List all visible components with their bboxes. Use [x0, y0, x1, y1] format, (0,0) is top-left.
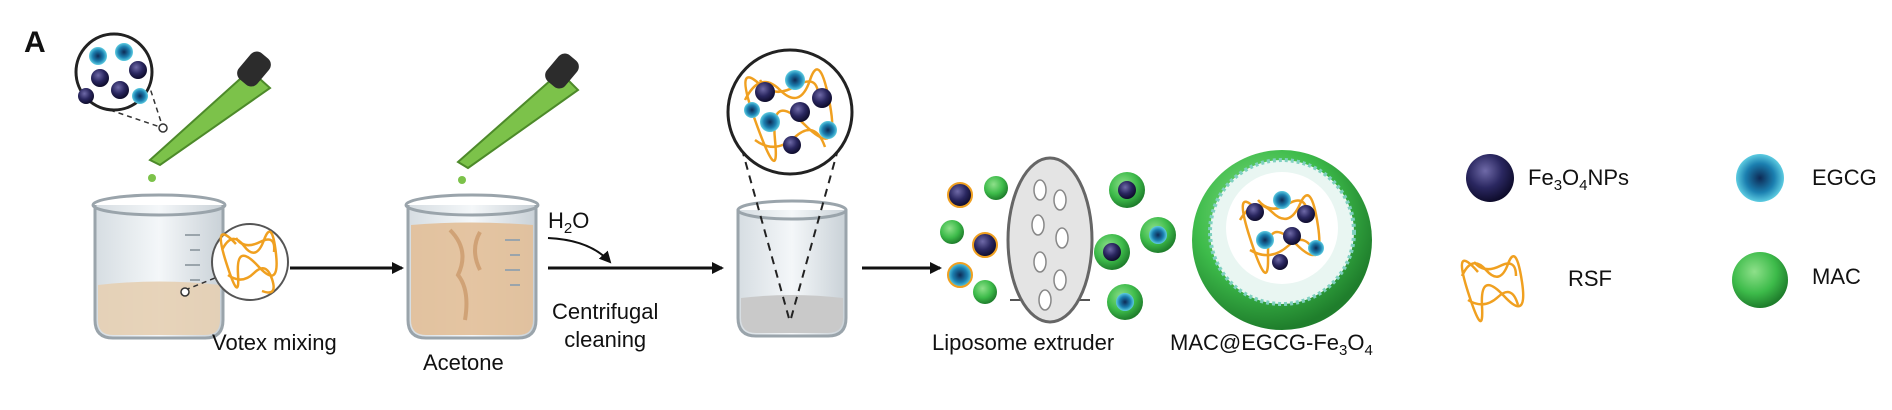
step-label-acetone: Acetone: [423, 350, 504, 375]
step-label-extruder: Liposome extruder: [932, 330, 1115, 355]
legend-fe3o4-label: Fe3O4NPs: [1528, 165, 1629, 194]
step-label-water: H2O: [548, 208, 589, 237]
water-tail: O: [572, 208, 590, 233]
dropper-2-icon: [456, 53, 580, 184]
fe3o4-end: NPs: [1587, 165, 1630, 190]
legend-rsf-label: RSF: [1568, 266, 1612, 291]
h2o-curve-arrow: [547, 237, 612, 264]
product-sub: 3: [1339, 342, 1348, 359]
fe3o4-main: Fe: [1528, 165, 1554, 190]
legend-egcg-label: EGCG: [1812, 165, 1877, 190]
water-main: H: [548, 208, 564, 233]
fe3o4-sub: 3: [1553, 177, 1563, 194]
legend: [1460, 154, 1788, 323]
legend-egcg-icon: [1736, 154, 1784, 202]
zoom-bubble-rsf: [180, 223, 289, 301]
legend-rsf-icon: [1460, 254, 1525, 323]
product-particle-icon: [1192, 150, 1372, 330]
step-label-product: MAC@EGCG-Fe3O4: [1170, 330, 1373, 359]
water-sub: 2: [563, 220, 573, 237]
centrifugal-line1: Centrifugal: [552, 299, 659, 324]
step-label-vortex: Votex mixing: [212, 330, 337, 355]
centrifugal-line2: cleaning: [564, 327, 647, 352]
step-label-centrifugal: Centrifugal cleaning: [552, 298, 658, 354]
legend-mac-label: MAC: [1812, 264, 1861, 289]
product-sub2: 4: [1364, 342, 1373, 359]
dropper-1-icon: [148, 51, 272, 182]
beaker-1: [91, 193, 227, 340]
panel-label: A: [24, 26, 46, 59]
fe3o4-sub2: 4: [1579, 177, 1588, 194]
fe3o4-tail: O: [1562, 165, 1580, 190]
zoom-bubble-nanoparticles: [74, 32, 168, 133]
zoom-bubble-composite: [726, 48, 854, 323]
liposome-extruder: [940, 156, 1176, 324]
product-main: MAC@EGCG-Fe: [1170, 330, 1340, 355]
product-tail: O: [1347, 330, 1365, 355]
legend-mac-icon: [1732, 252, 1788, 308]
beaker-2: [404, 193, 540, 340]
legend-fe3o4-icon: [1466, 154, 1514, 202]
